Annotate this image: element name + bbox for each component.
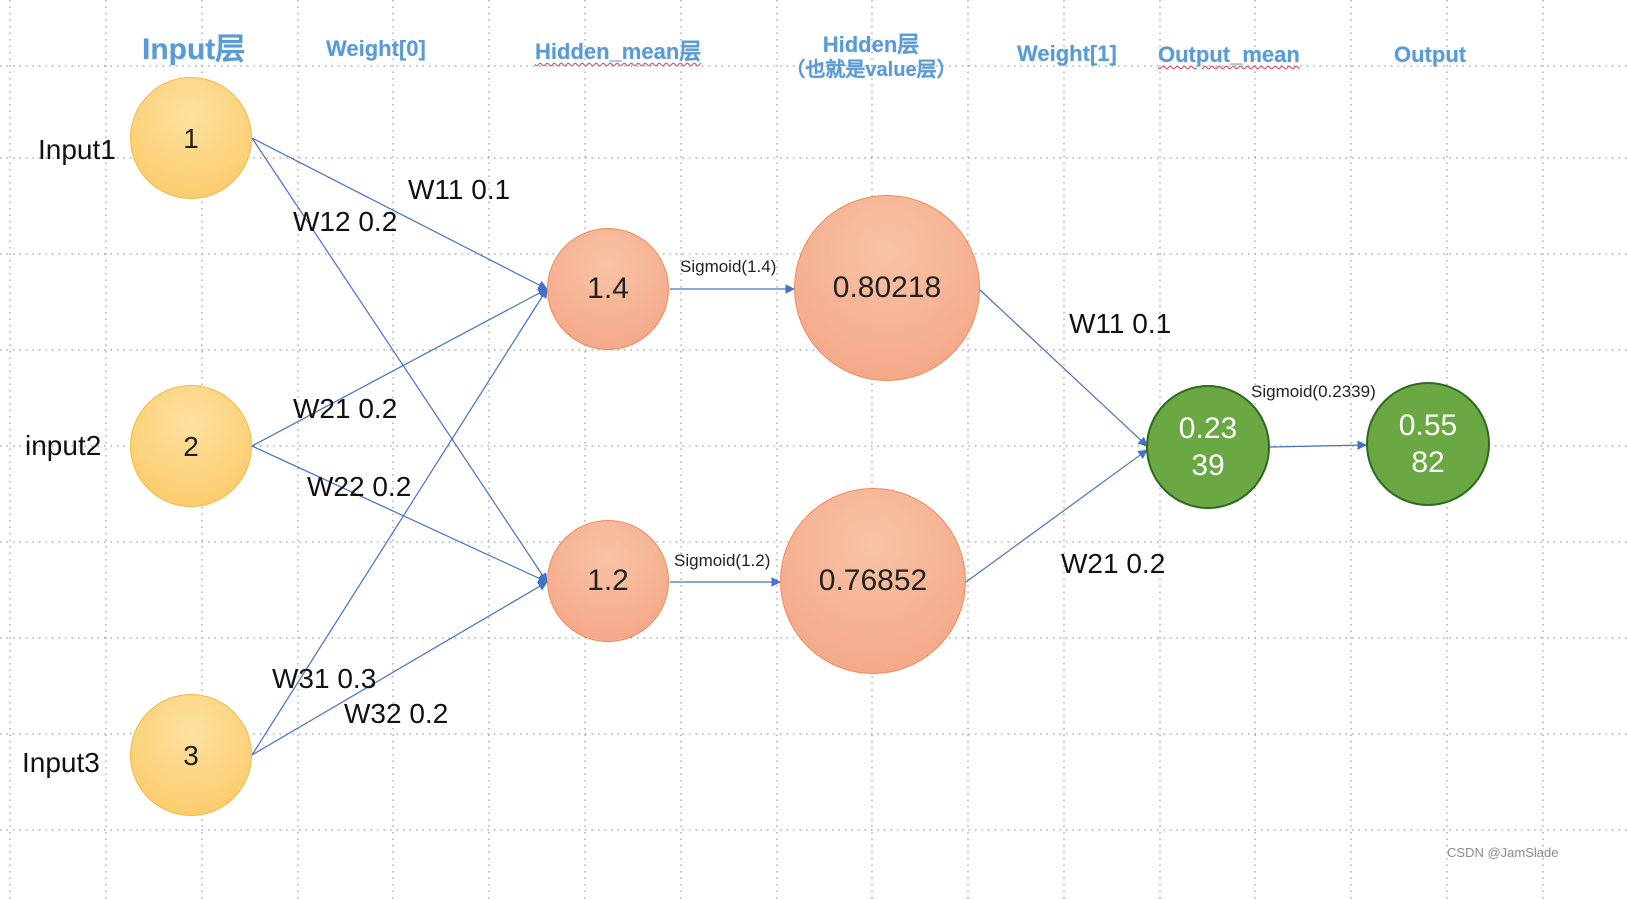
weight0-w11: W11 0.1 xyxy=(408,174,511,205)
weight0-w22: W22 0.2 xyxy=(307,471,412,502)
output-mean-line2: 39 xyxy=(1191,449,1225,482)
header-hidden: Hidden层 （也就是value层） xyxy=(776,32,966,81)
header-weight0: Weight[0] xyxy=(326,36,426,61)
hidden-value-node-2: 0.76852 xyxy=(780,488,966,674)
input-node-3-value: 3 xyxy=(183,739,199,771)
hidden-value-node-1: 0.80218 xyxy=(794,195,980,381)
input-label-1: Input1 xyxy=(38,134,116,165)
edge-w21 xyxy=(251,288,548,447)
edge-w32 xyxy=(251,581,548,756)
hidden-value-node-1-value: 0.80218 xyxy=(832,271,942,305)
header-weight1: Weight[1] xyxy=(1017,41,1117,66)
sigmoid-label-2: Sigmoid(1.2) xyxy=(674,551,771,570)
output-line1: 0.55 xyxy=(1398,408,1458,442)
output-mean-node: 0.23 39 xyxy=(1146,385,1270,509)
header-output-mean: Output_mean xyxy=(1158,42,1300,67)
input-node-1: 1 xyxy=(130,77,252,199)
output-line2: 82 xyxy=(1411,446,1445,479)
input-node-2-value: 2 xyxy=(183,430,199,462)
hidden-value-node-2-value: 0.76852 xyxy=(818,564,928,598)
output-node: 0.55 82 xyxy=(1366,382,1490,506)
input-label-3: Input3 xyxy=(22,747,100,778)
weight1-w11: W11 0.1 xyxy=(1069,308,1172,339)
weight1-w21: W21 0.2 xyxy=(1061,548,1166,579)
sigmoid-label-1: Sigmoid(1.4) xyxy=(680,257,777,276)
input-node-1-value: 1 xyxy=(183,122,199,154)
header-output: Output xyxy=(1394,42,1467,67)
edge-w11 xyxy=(251,137,548,290)
hidden-mean-node-2: 1.2 xyxy=(547,520,669,642)
edge-sigmoid-3 xyxy=(1269,440,1367,450)
edge-w22 xyxy=(251,445,548,583)
weight0-w12: W12 0.2 xyxy=(293,206,398,237)
output-mean-line1: 0.23 xyxy=(1178,411,1238,445)
header-input-layer: Input层 xyxy=(142,33,246,66)
sigmoid-label-3: Sigmoid(0.2339) xyxy=(1251,382,1376,401)
edge-w12 xyxy=(251,137,548,583)
edge-w1-11 xyxy=(979,289,1148,447)
edges xyxy=(251,137,1367,756)
weight0-w31: W31 0.3 xyxy=(272,663,377,694)
watermark: CSDN @JamSlade xyxy=(1447,845,1559,860)
input-label-2: input2 xyxy=(25,430,102,461)
header-hidden-line2: （也就是value层） xyxy=(785,59,957,81)
hidden-mean-node-1: 1.4 xyxy=(547,228,669,350)
edge-w31 xyxy=(251,288,548,756)
hidden-mean-node-1-value: 1.4 xyxy=(587,272,629,306)
weight0-w32: W32 0.2 xyxy=(344,698,449,729)
header-hidden-mean: Hidden_mean层 xyxy=(535,39,702,64)
header-hidden-line1: Hidden层 xyxy=(822,32,920,57)
input-node-3: 3 xyxy=(130,694,252,816)
weight0-w21: W21 0.2 xyxy=(293,393,398,424)
hidden-mean-node-2-value: 1.2 xyxy=(587,564,629,598)
input-node-2: 2 xyxy=(130,385,252,507)
edge-w1-21 xyxy=(965,449,1148,583)
